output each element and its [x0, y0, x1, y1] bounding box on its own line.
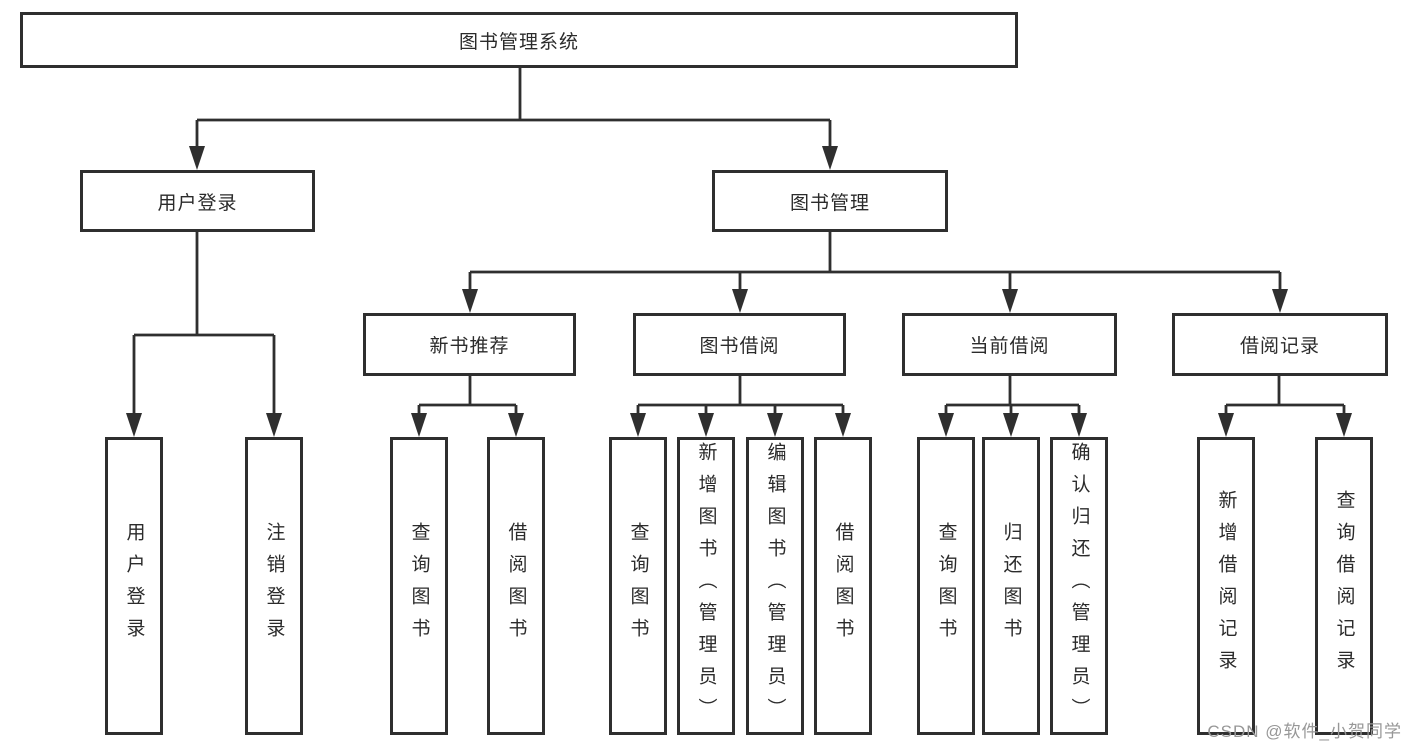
- node-confirm-return-admin-label: 确认归还（管理员）: [1068, 442, 1090, 730]
- node-user-login-action-label: 用户登录: [123, 522, 145, 650]
- node-logout-action-label: 注销登录: [263, 522, 285, 650]
- node-book-management: 图书管理: [712, 170, 948, 232]
- node-user-login-label: 用户登录: [157, 192, 238, 214]
- node-current-borrow: 当前借阅: [902, 313, 1117, 376]
- node-query-books-borrow: 查询图书: [609, 437, 667, 735]
- node-current-borrow-label: 当前借阅: [969, 336, 1050, 357]
- node-user-login-action: 用户登录: [105, 437, 163, 735]
- node-return-books-label: 归还图书: [1000, 522, 1022, 650]
- node-query-books-borrow-label: 查询图书: [627, 522, 649, 650]
- node-add-borrow-record-label: 新增借阅记录: [1215, 490, 1237, 682]
- node-root: 图书管理系统: [20, 12, 1018, 68]
- node-borrow-books-action: 借阅图书: [814, 437, 872, 735]
- node-query-books-current-label: 查询图书: [935, 522, 957, 650]
- node-root-label: 图书管理系统: [458, 31, 579, 53]
- node-query-borrow-record-label: 查询借阅记录: [1333, 490, 1355, 682]
- node-book-management-label: 图书管理: [789, 192, 870, 214]
- node-book-borrow: 图书借阅: [633, 313, 846, 376]
- node-add-borrow-record: 新增借阅记录: [1197, 437, 1255, 735]
- csdn-watermark: CSDN @软件_小贺同学: [1207, 722, 1402, 741]
- node-edit-books-admin-label: 编辑图书（管理员）: [764, 442, 786, 730]
- node-borrow-records: 借阅记录: [1172, 313, 1388, 376]
- node-add-books-admin-label: 新增图书（管理员）: [695, 442, 717, 730]
- node-new-book-recommend: 新书推荐: [363, 313, 576, 376]
- node-user-login: 用户登录: [80, 170, 315, 232]
- node-add-books-admin: 新增图书（管理员）: [677, 437, 735, 735]
- node-query-borrow-record: 查询借阅记录: [1315, 437, 1373, 735]
- node-book-borrow-label: 图书借阅: [699, 336, 780, 357]
- node-return-books: 归还图书: [982, 437, 1040, 735]
- node-borrow-records-label: 借阅记录: [1239, 336, 1320, 357]
- node-borrow-books-recommend: 借阅图书: [487, 437, 545, 735]
- node-query-books-recommend-label: 查询图书: [408, 522, 430, 650]
- node-query-books-current: 查询图书: [917, 437, 975, 735]
- node-query-books-recommend: 查询图书: [390, 437, 448, 735]
- node-new-book-recommend-label: 新书推荐: [429, 336, 510, 357]
- node-edit-books-admin: 编辑图书（管理员）: [746, 437, 804, 735]
- node-borrow-books-recommend-label: 借阅图书: [505, 522, 527, 650]
- node-borrow-books-action-label: 借阅图书: [832, 522, 854, 650]
- node-confirm-return-admin: 确认归还（管理员）: [1050, 437, 1108, 735]
- node-logout-action: 注销登录: [245, 437, 303, 735]
